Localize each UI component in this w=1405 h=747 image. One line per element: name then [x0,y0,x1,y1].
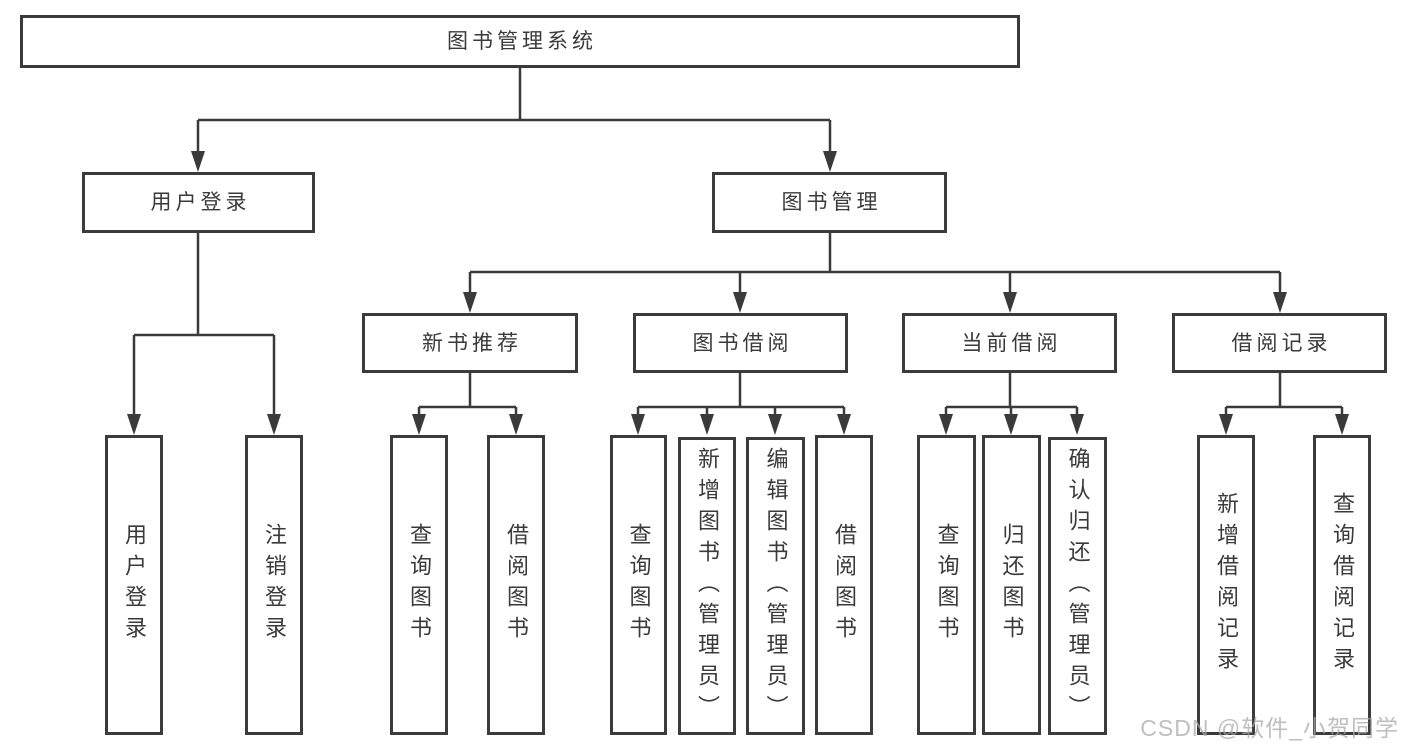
node-borrow-record: 借阅记录 [1172,313,1387,373]
arrow-down-icon [700,414,714,435]
leaf-logout: 注销登录 [245,435,303,735]
leaf-cb-query-book: 查询图书 [917,435,976,735]
arrow-down-icon [1219,414,1233,435]
leaf-nbr-borrow-book: 借阅图书 [487,435,545,735]
leaf-bb-borrow-book: 借阅图书 [815,435,873,735]
leaf-br-add-record: 新增借阅记录 [1197,435,1255,735]
arrow-down-icon [1003,292,1017,313]
arrow-down-icon [509,414,523,435]
node-book-management-branch: 图书管理 [712,172,947,233]
leaf-bb-edit-book-admin: 编辑图书（管理员） [746,437,805,735]
leaf-user-login: 用户登录 [105,435,163,735]
arrow-down-icon [631,414,645,435]
arrow-down-icon [768,414,782,435]
arrow-down-icon [733,292,747,313]
arrow-down-icon [1335,414,1349,435]
arrow-down-icon [823,151,837,172]
arrow-down-icon [1273,292,1287,313]
node-new-book-recommend: 新书推荐 [362,313,578,373]
leaf-cb-confirm-return-admin: 确认归还（管理员） [1048,437,1107,735]
node-root: 图书管理系统 [20,15,1020,68]
leaf-bb-add-book-admin: 新增图书（管理员） [678,437,736,735]
arrow-down-icon [1004,414,1018,435]
arrow-down-icon [939,414,953,435]
arrow-down-icon [127,414,141,435]
arrow-down-icon [1070,414,1084,435]
leaf-cb-return-book: 归还图书 [982,435,1041,735]
arrow-down-icon [191,151,205,172]
node-current-borrow: 当前借阅 [902,313,1117,373]
leaf-bb-query-book: 查询图书 [610,435,667,735]
leaf-br-query-record: 查询借阅记录 [1313,435,1371,735]
arrow-down-icon [412,414,426,435]
node-book-borrow: 图书借阅 [633,313,848,373]
arrow-down-icon [463,292,477,313]
leaf-nbr-query-book: 查询图书 [390,435,448,735]
node-user-login-branch: 用户登录 [82,172,315,233]
arrow-down-icon [267,414,281,435]
arrow-down-icon [837,414,851,435]
